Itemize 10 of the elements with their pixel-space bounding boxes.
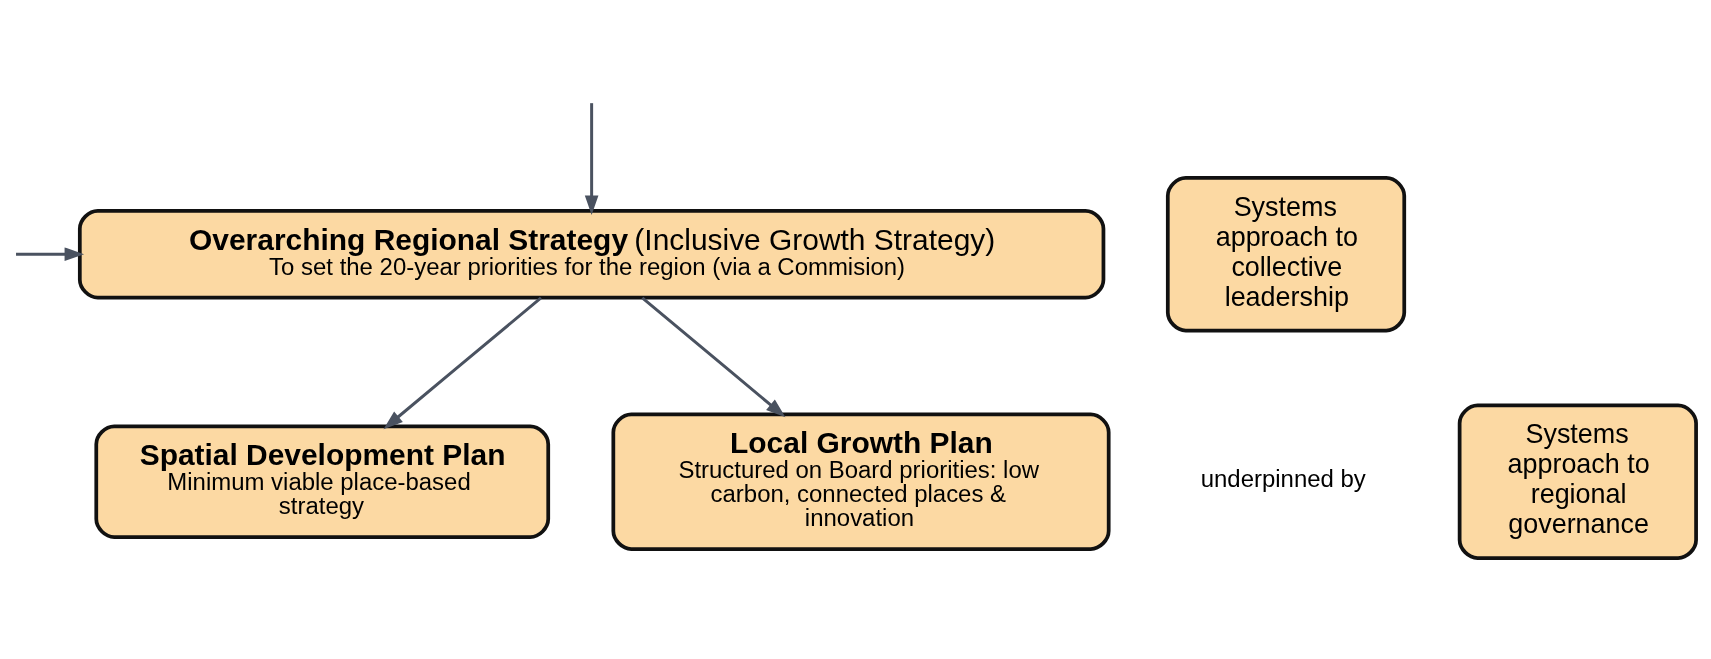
label: underpinned by (1200, 464, 1366, 492)
arrow (641, 296, 786, 417)
node-box: Systems approach to regional governance (1457, 403, 1698, 560)
arrow (16, 246, 85, 261)
node-box: Local Growth Plan Structured on Board priorities: low carbon, connected places & innovation (611, 412, 1111, 551)
arrow (584, 102, 599, 215)
node-box: Systems approach to collective leadership (1165, 175, 1407, 332)
node-box: Overarching Regional Strategy (Inclusive Growth Strategy) To set the 20-year priorities for the region (via a Commision) (77, 208, 1106, 299)
node-box: Spatial Development Plan Minimum viable place-based strategy (94, 423, 551, 539)
arrow (383, 296, 542, 429)
